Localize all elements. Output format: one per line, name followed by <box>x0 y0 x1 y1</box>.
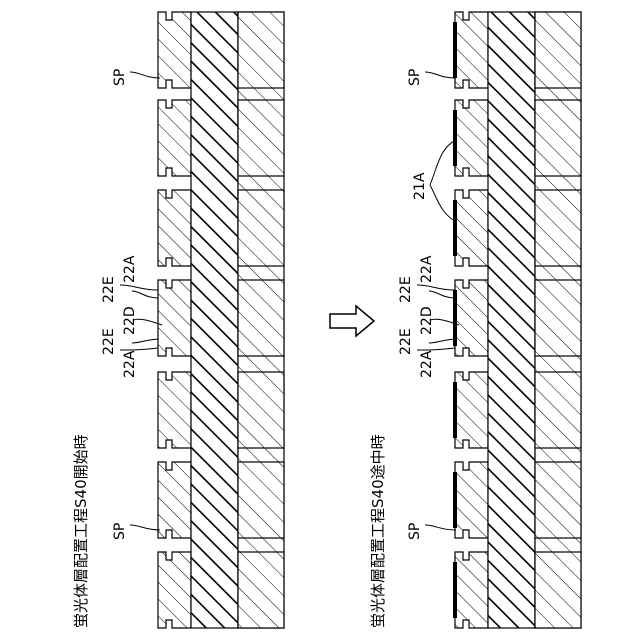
substrate-block <box>535 462 581 538</box>
block-arrow-right-icon <box>330 306 374 336</box>
right-22a-top-label: 22A <box>419 255 435 283</box>
electrode-block <box>453 552 488 628</box>
electrode-block <box>158 552 191 628</box>
substrate-block <box>535 12 581 88</box>
substrate-block <box>238 190 284 266</box>
electrode-block <box>158 190 191 266</box>
electrode-block <box>158 12 191 88</box>
electrode-body <box>158 462 191 538</box>
right-21a-label: 21A <box>412 172 428 200</box>
electrode-block <box>158 462 191 538</box>
left-sp-top-label: SP <box>112 69 128 86</box>
phosphor-layer <box>453 472 457 528</box>
electrode-body <box>455 280 488 356</box>
left-caption: 蛍光体層配置工程S40開始時 <box>72 434 90 628</box>
electrode-block <box>158 372 191 448</box>
substrate-block <box>535 100 581 176</box>
electrode-body <box>158 280 191 356</box>
electrode-block <box>453 12 488 88</box>
electrode-block <box>158 100 191 176</box>
left-22e-bottom-label: 22E <box>101 328 117 355</box>
electrode-body <box>158 552 191 628</box>
electrode-body <box>455 462 488 538</box>
electrode-body <box>158 12 191 88</box>
left-22a-bottom-label: 22A <box>122 350 138 378</box>
electrode-block <box>453 280 488 356</box>
electrode-body <box>455 372 488 448</box>
right-sp-bottom-label: SP <box>407 523 423 540</box>
substrate-block <box>535 280 581 356</box>
electrode-block <box>453 372 488 448</box>
left-22e-top-label: 22E <box>101 276 117 303</box>
left-22a-top-label: 22A <box>122 255 138 283</box>
electrode-block <box>453 100 488 176</box>
right-22e-top-label: 22E <box>398 276 414 303</box>
right-leader-lines <box>417 72 459 530</box>
left-panel: SP SP 22A 22E 22D 22E 22A 蛍光体層配置工程S40開始時 <box>72 12 284 628</box>
electrode-block <box>158 280 191 356</box>
substrate-block <box>238 462 284 538</box>
right-panel: SP SP 21A 22A 22E 22D 22E 22A 蛍光体層配置工程S4… <box>369 12 581 628</box>
left-electrode-blocks <box>158 12 191 628</box>
phosphor-layer <box>453 110 457 166</box>
right-substrate-blocks <box>535 12 581 628</box>
right-core-layer <box>488 12 535 628</box>
substrate-block <box>535 372 581 448</box>
phosphor-layer <box>453 200 457 256</box>
electrode-body <box>158 372 191 448</box>
substrate-block <box>238 372 284 448</box>
substrate-block <box>238 552 284 628</box>
substrate-block <box>238 12 284 88</box>
electrode-body <box>158 100 191 176</box>
electrode-block <box>453 190 488 266</box>
electrode-body <box>455 552 488 628</box>
right-22a-bottom-label: 22A <box>419 350 435 378</box>
right-caption: 蛍光体層配置工程S40途中時 <box>369 434 387 628</box>
phosphor-layer <box>453 22 457 78</box>
substrate-block <box>535 552 581 628</box>
substrate-block <box>238 280 284 356</box>
electrode-body <box>455 12 488 88</box>
left-core-layer <box>191 12 238 628</box>
left-leader-lines <box>120 72 162 530</box>
phosphor-layer <box>453 382 457 438</box>
left-substrate-blocks <box>238 12 284 628</box>
substrate-block <box>238 100 284 176</box>
electrode-body <box>455 190 488 266</box>
left-sp-bottom-label: SP <box>112 523 128 540</box>
left-22d-label: 22D <box>122 306 138 335</box>
phosphor-layer <box>453 562 457 618</box>
electrode-body <box>455 100 488 176</box>
electrode-block <box>453 462 488 538</box>
electrode-body <box>158 190 191 266</box>
substrate-block <box>535 190 581 266</box>
right-22d-label: 22D <box>419 306 435 335</box>
right-sp-top-label: SP <box>407 69 423 86</box>
right-electrode-blocks <box>453 12 488 628</box>
right-22e-bottom-label: 22E <box>398 328 414 355</box>
